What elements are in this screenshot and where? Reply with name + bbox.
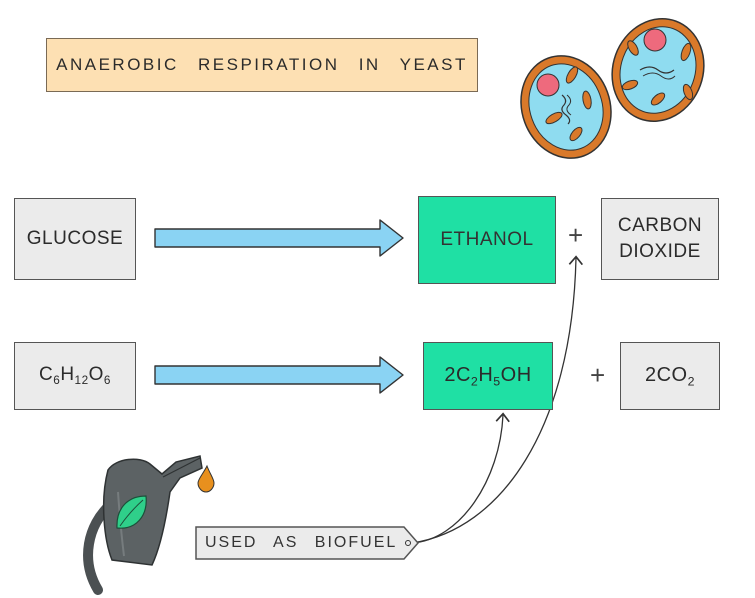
biofuel-tag-shape bbox=[195, 526, 419, 560]
carbon-dioxide-box: CARBON DIOXIDE bbox=[601, 198, 719, 280]
biofuel-to-formula-curve bbox=[411, 412, 510, 544]
glucose-box: GLUCOSE bbox=[14, 198, 136, 280]
page-title: ANAEROBIC RESPIRATION IN YEAST bbox=[46, 38, 478, 92]
ethanol-formula: 2C2H5OH bbox=[444, 363, 532, 389]
formula-reaction-arrow bbox=[154, 356, 404, 394]
plus-sign: + bbox=[590, 360, 606, 390]
carbon-dioxide-line2: DIOXIDE bbox=[619, 241, 701, 262]
ethanol-box: ETHANOL bbox=[418, 196, 556, 284]
fuel-drop-icon bbox=[197, 464, 215, 493]
title-text: ANAEROBIC RESPIRATION IN YEAST bbox=[56, 55, 468, 74]
leaf-icon bbox=[116, 495, 147, 529]
biofuel-label-text: USED AS BIOFUEL bbox=[205, 534, 398, 551]
glucose-formula: C6H12O6 bbox=[39, 364, 111, 388]
co2-formula-box: 2CO2 bbox=[620, 342, 720, 410]
fuel-pump-nozzle-icon bbox=[83, 455, 203, 595]
yeast-cell-icon bbox=[520, 55, 612, 159]
co2-formula: 2CO2 bbox=[644, 363, 696, 389]
plus-sign: + bbox=[568, 220, 584, 250]
ethanol-label: ETHANOL bbox=[440, 229, 534, 250]
carbon-dioxide-line1: CARBON bbox=[617, 215, 703, 237]
glucose-label: GLUCOSE bbox=[26, 228, 124, 249]
ethanol-formula-box: 2C2H5OH bbox=[423, 342, 553, 410]
yeast-cell-icon bbox=[611, 18, 705, 122]
glucose-formula-box: C6H12O6 bbox=[14, 342, 136, 410]
biofuel-label: USED AS BIOFUEL bbox=[191, 524, 415, 562]
biofuel-to-ethanol-curve bbox=[411, 255, 584, 544]
glucose-to-ethanol-arrow bbox=[154, 219, 404, 257]
